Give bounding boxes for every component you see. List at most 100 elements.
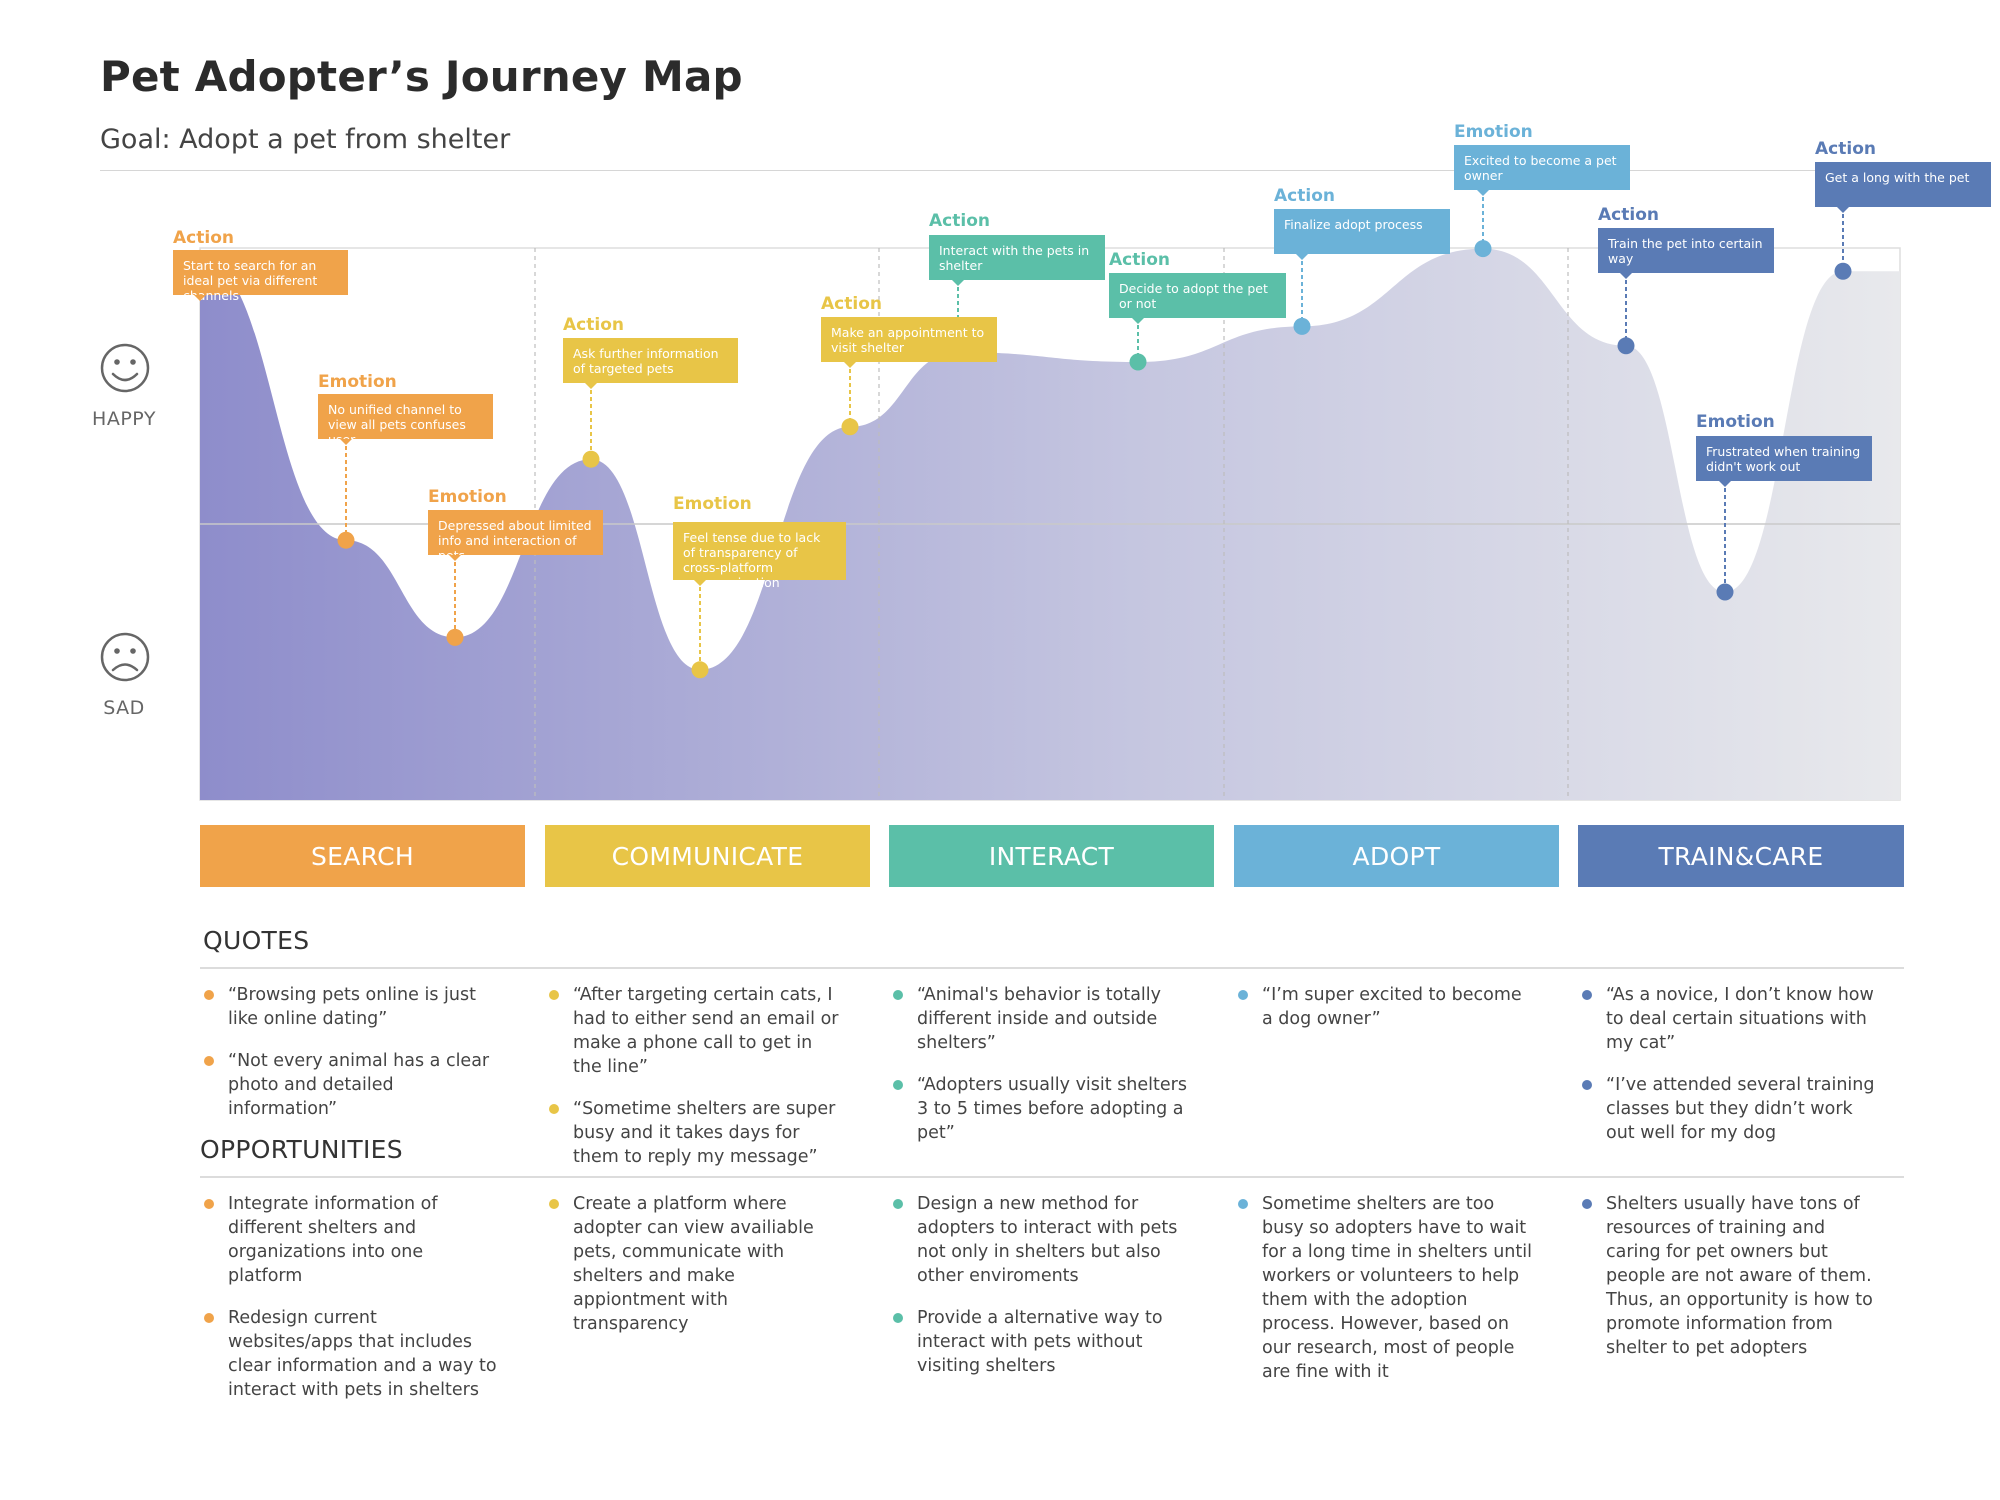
bullet-dot-icon [1582, 990, 1592, 1000]
callout-box: Interact with the pets in shelter [929, 235, 1105, 280]
callout-box: No unified channel to view all pets conf… [318, 394, 493, 447]
opportunity-item: Redesign current websites/apps that incl… [200, 1306, 500, 1402]
callout-pointer [585, 383, 597, 389]
callout-kind-label: Action [1815, 139, 1876, 159]
callout-kind-label: Action [1109, 250, 1170, 270]
quote-text: “I’m super excited to become a dog owner… [1262, 985, 1522, 1029]
quote-item: “Animal's behavior is totally different … [889, 983, 1189, 1055]
quote-item: “Sometime shelters are super busy and it… [545, 1097, 845, 1169]
callout-box: Make an appointment to visit shelter [821, 317, 997, 362]
callout-kind-label: Emotion [1696, 412, 1775, 432]
callout-box: Finalize adopt process [1274, 209, 1450, 254]
callout-kind-label: Action [563, 315, 624, 335]
callout-dot [841, 418, 859, 436]
opportunity-text: Integrate information of different shelt… [228, 1194, 438, 1286]
quote-text: “Not every animal has a clear photo and … [228, 1051, 490, 1119]
stage-interact: INTERACT [889, 825, 1214, 887]
callout-box: Train the pet into certain way [1598, 228, 1774, 273]
title-divider [100, 170, 1900, 171]
opportunity-item: Shelters usually have tons of resources … [1578, 1192, 1878, 1360]
callout-kind-label: Action [821, 294, 882, 314]
bullet-dot-icon [1582, 1080, 1592, 1090]
callout-box: Depressed about limited info and interac… [428, 510, 603, 563]
opportunity-item: Create a platform where adopter can view… [545, 1192, 845, 1336]
stage-communicate: COMMUNICATE [545, 825, 870, 887]
quote-text: “Animal's behavior is totally different … [917, 985, 1162, 1053]
quote-item: “Browsing pets online is just like onlin… [200, 983, 500, 1031]
bullet-dot-icon [893, 990, 903, 1000]
bullet-dot-icon [1238, 1199, 1248, 1209]
bullet-dot-icon [549, 1104, 559, 1114]
quote-column-search: “Browsing pets online is just like onlin… [200, 983, 500, 1139]
callout-pointer [1477, 190, 1489, 196]
bullet-dot-icon [1238, 990, 1248, 1000]
opportunity-column-communicate: Create a platform where adopter can view… [545, 1192, 845, 1354]
bullet-dot-icon [204, 1056, 214, 1066]
sad-face-icon [100, 632, 150, 682]
quote-text: “After targeting certain cats, I had to … [573, 985, 839, 1077]
callout-kind-label: Action [1598, 205, 1659, 225]
callout-dot [337, 531, 355, 549]
bullet-dot-icon [1582, 1199, 1592, 1209]
callout-pointer [340, 439, 352, 445]
callout-dot [446, 628, 464, 646]
opportunity-text: Shelters usually have tons of resources … [1606, 1194, 1873, 1358]
opportunity-item: Provide a alternative way to interact wi… [889, 1306, 1189, 1378]
bullet-dot-icon [893, 1313, 903, 1323]
callout-kind-label: Emotion [673, 494, 752, 514]
quote-text: “Browsing pets online is just like onlin… [228, 985, 476, 1029]
quote-text: “I’ve attended several training classes … [1606, 1075, 1875, 1143]
quote-text: “Sometime shelters are super busy and it… [573, 1099, 836, 1167]
callout-dot [1716, 583, 1734, 601]
opportunity-text: Sometime shelters are too busy so adopte… [1262, 1194, 1532, 1382]
opportunity-column-train: Shelters usually have tons of resources … [1578, 1192, 1878, 1378]
opportunity-item: Integrate information of different shelt… [200, 1192, 500, 1288]
bullet-dot-icon [893, 1080, 903, 1090]
bullet-dot-icon [549, 1199, 559, 1209]
stage-train-care: TRAIN&CARE [1578, 825, 1904, 887]
bullet-dot-icon [204, 1199, 214, 1209]
happy-label: HAPPY [92, 408, 156, 430]
callout-dot [1129, 353, 1147, 371]
callout-dot [1617, 337, 1635, 355]
callout-pointer [1719, 481, 1731, 487]
opportunity-column-adopt: Sometime shelters are too busy so adopte… [1234, 1192, 1534, 1402]
sad-label: SAD [103, 697, 145, 719]
opportunity-column-search: Integrate information of different shelt… [200, 1192, 500, 1420]
callout-kind-label: Action [1274, 186, 1335, 206]
opportunity-column-interact: Design a new method for adopters to inte… [889, 1192, 1189, 1396]
quote-text: “As a novice, I don’t know how to deal c… [1606, 985, 1874, 1053]
quote-item: “I’m super excited to become a dog owner… [1234, 983, 1534, 1031]
callout-pointer [1837, 207, 1849, 213]
stage-search: SEARCH [200, 825, 525, 887]
callout-kind-label: Emotion [318, 372, 397, 392]
quote-item: “As a novice, I don’t know how to deal c… [1578, 983, 1878, 1055]
quote-item: “Not every animal has a clear photo and … [200, 1049, 500, 1121]
opportunity-text: Create a platform where adopter can view… [573, 1194, 814, 1334]
callout-box: Decide to adopt the pet or not [1109, 273, 1286, 318]
callout-box: Start to search for an ideal pet via dif… [173, 250, 348, 303]
quote-column-interact: “Animal's behavior is totally different … [889, 983, 1189, 1163]
opportunity-item: Design a new method for adopters to inte… [889, 1192, 1189, 1288]
callout-pointer [844, 362, 856, 368]
opportunity-text: Design a new method for adopters to inte… [917, 1194, 1178, 1286]
callout-dot [1834, 262, 1852, 280]
callout-pointer [1620, 273, 1632, 279]
goal-subtitle: Goal: Adopt a pet from shelter [100, 124, 511, 155]
callout-dot [582, 450, 600, 468]
opportunity-item: Sometime shelters are too busy so adopte… [1234, 1192, 1534, 1384]
callout-box: Get a long with the pet [1815, 162, 1991, 207]
opportunities-heading: OPPORTUNITIES [200, 1135, 403, 1164]
quote-item: “After targeting certain cats, I had to … [545, 983, 845, 1079]
quote-item: “I’ve attended several training classes … [1578, 1073, 1878, 1145]
quote-column-train: “As a novice, I don’t know how to deal c… [1578, 983, 1878, 1163]
callout-box: Ask further information of targeted pets [563, 338, 738, 383]
happy-face-icon [100, 343, 150, 393]
callout-pointer [952, 280, 964, 286]
callout-box: Excited to become a pet owner [1454, 145, 1630, 190]
callout-kind-label: Action [929, 211, 990, 231]
callout-pointer [194, 295, 206, 301]
bullet-dot-icon [204, 990, 214, 1000]
quotes-divider [200, 967, 1904, 969]
